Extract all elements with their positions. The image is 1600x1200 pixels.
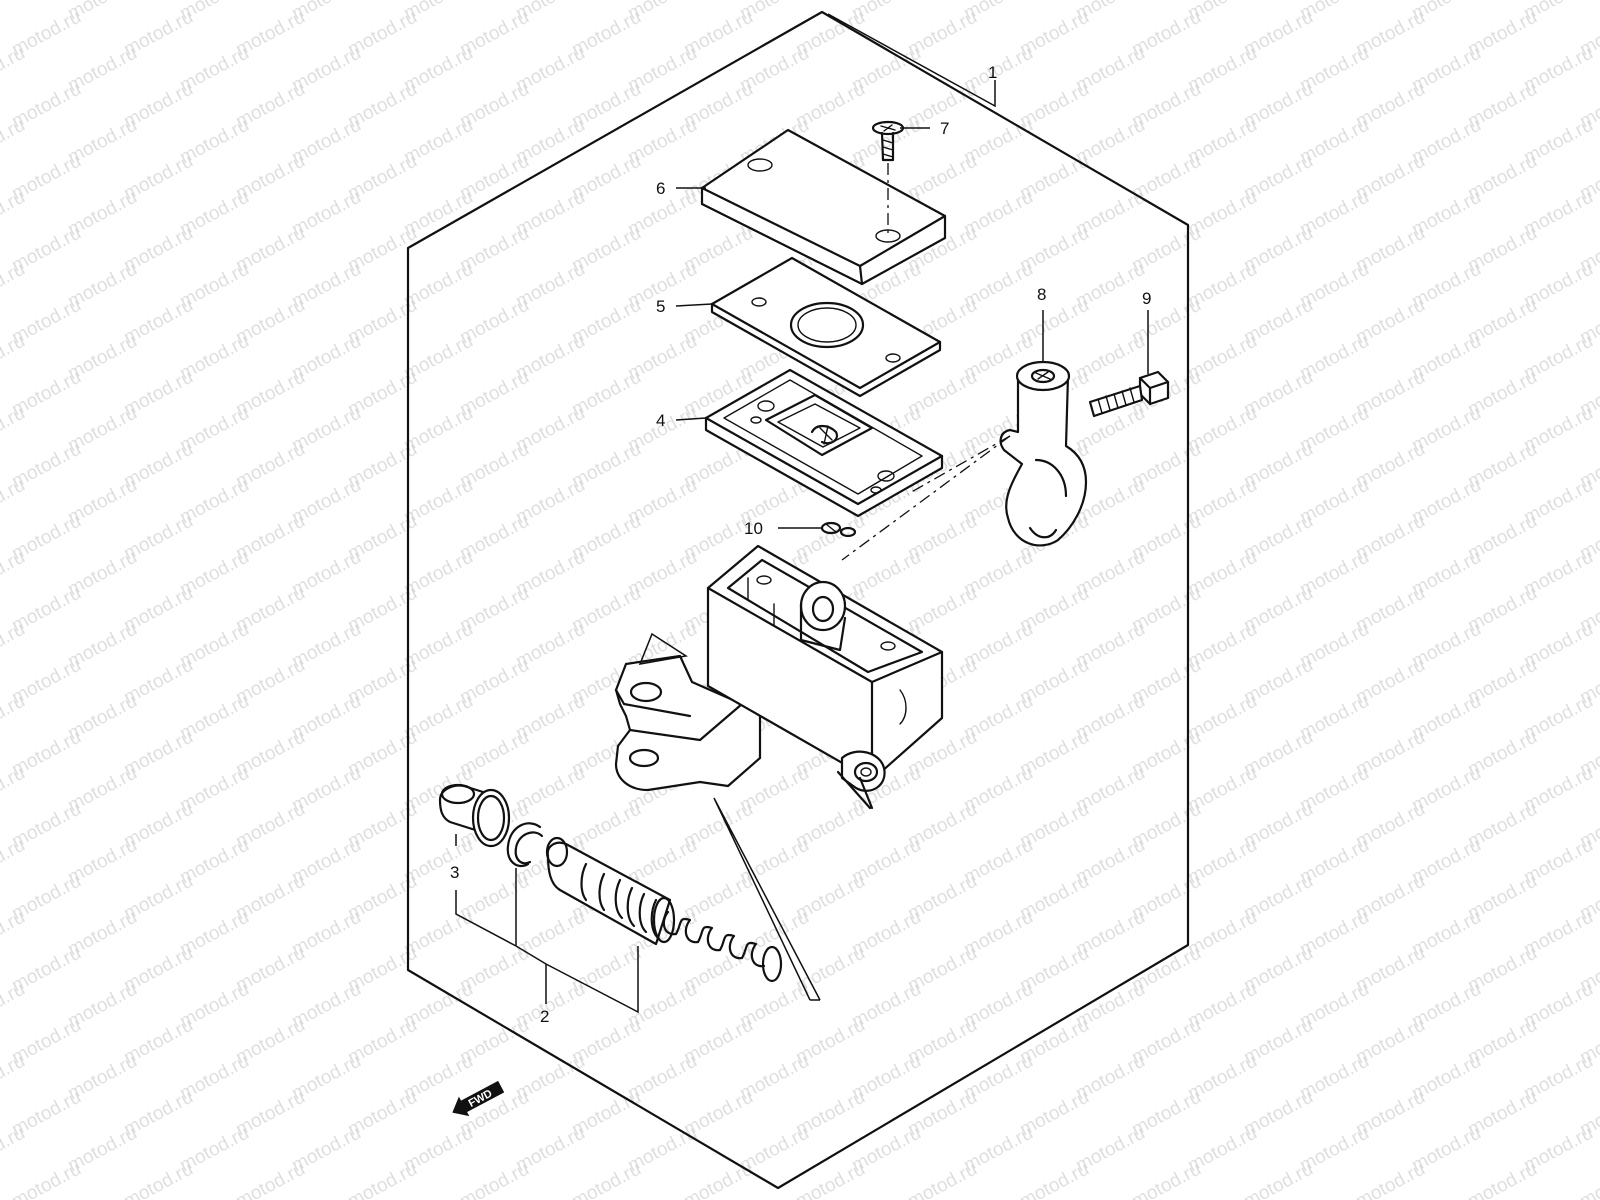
- callout-2: 2: [540, 1007, 549, 1026]
- callout-5: 5: [656, 297, 665, 316]
- callout-3: 3: [450, 863, 459, 882]
- return-spring: [662, 910, 783, 983]
- watermark-text: motod.ru: [1016, 1159, 1092, 1200]
- callout-10: 10: [744, 519, 763, 538]
- watermark-text: motod.ru: [1128, 1159, 1204, 1200]
- callout-9: 9: [1142, 289, 1151, 308]
- callout-7: 7: [940, 119, 949, 138]
- callout-8: 8: [1037, 285, 1046, 304]
- clamp-bolt: [1088, 370, 1170, 418]
- watermark-text: motod.ru: [792, 1159, 868, 1200]
- master-cylinder-body: [614, 544, 944, 810]
- watermark-text: motod.ru: [680, 1159, 756, 1200]
- diaphragm: [704, 368, 944, 518]
- dust-boot: [438, 783, 511, 848]
- watermark-text: motod.ru: [1464, 1159, 1540, 1200]
- watermark-text: motod.ru: [904, 1159, 980, 1200]
- watermark-text: motod.ru: [1576, 1159, 1600, 1200]
- assembly-outline-box: [406, 10, 1190, 1190]
- piston: [545, 836, 676, 946]
- callout-6: 6: [656, 179, 665, 198]
- watermark-text: motod.ru: [456, 1159, 532, 1200]
- callout-4: 4: [656, 411, 665, 430]
- diaphragm-plate: [710, 256, 942, 398]
- handlebar-clamp: [999, 360, 1088, 547]
- watermark-text: motod.ru: [8, 1159, 84, 1200]
- watermark-text: motod.ru: [0, 0, 29, 24]
- callout-1: 1: [988, 63, 997, 82]
- watermark-text: motod.ru: [120, 1159, 196, 1200]
- watermark-text: motod.ru: [568, 1159, 644, 1200]
- reservoir-cap: [700, 128, 947, 286]
- watermark-text: motod.ru: [344, 1159, 420, 1200]
- watermark-text: motod.ru: [1240, 1159, 1316, 1200]
- watermark-text: motod.ru: [232, 1159, 308, 1200]
- circlip: [506, 822, 544, 868]
- watermark-text: motod.ru: [1352, 1159, 1428, 1200]
- leader-lines: [455, 13, 1149, 1014]
- o-ring-small: [820, 521, 857, 538]
